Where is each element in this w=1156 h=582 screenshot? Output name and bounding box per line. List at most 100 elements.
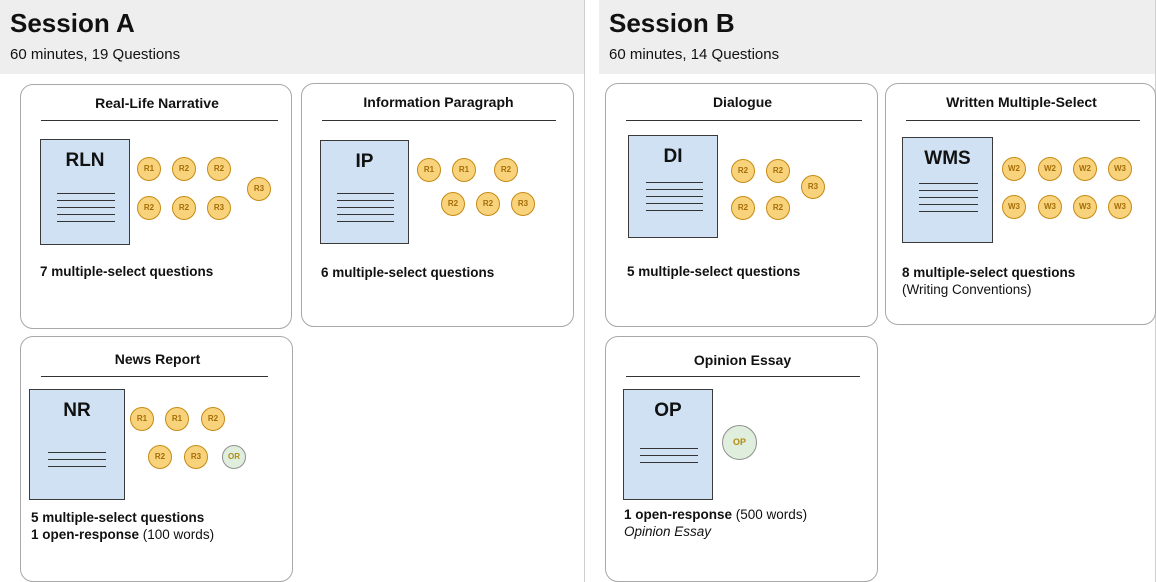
question-badge: R2 [766,196,790,220]
text-line [57,207,115,208]
question-badge: W2 [1073,157,1097,181]
question-badge: R2 [731,159,755,183]
text-line [57,193,115,194]
card-title-rule [322,120,556,121]
card-news-report: News Report NR R1 R1 R2 R2 R3 OR 5 multi… [20,336,293,582]
text-line [48,459,106,460]
passage-document-icon: RLN [40,139,130,245]
card-written-multiple-select: Written Multiple-Select WMS W2 W2 W2 W3 … [885,83,1156,325]
question-badge: R1 [165,407,189,431]
word-limit: (500 words) [732,507,808,522]
question-count: 8 multiple-select questions [902,265,1076,280]
open-response-summary: 1 open-response (100 words) [31,527,214,542]
card-title: Dialogue [712,94,773,110]
session-a-header: Session A 60 minutes, 19 Questions [0,0,584,74]
card-title-rule [626,376,860,377]
question-badge: W3 [1002,195,1026,219]
writing-conventions-note: (Writing Conventions) [902,282,1032,297]
essay-type: Opinion Essay [624,524,712,539]
text-line [337,207,394,208]
question-badge: R2 [172,157,196,181]
passage-document-icon: DI [628,135,718,238]
question-badge: R1 [130,407,154,431]
text-line [646,210,703,211]
text-line [337,200,394,201]
question-summary: 5 multiple-select questions [31,510,204,525]
session-b-title: Session B [609,8,735,38]
text-line [640,462,698,463]
text-line [646,203,703,204]
text-line [640,455,698,456]
text-line [919,183,978,184]
card-real-life-narrative: Real-Life Narrative RLN R1 R2 R2 R2 R2 R… [20,84,292,329]
card-opinion-essay: Opinion Essay OP OP 1 open-response (500… [605,336,878,582]
card-title: Real-Life Narrative [95,95,219,111]
question-badge: R2 [207,157,231,181]
question-badge: R2 [201,407,225,431]
question-badge: R1 [452,158,476,182]
question-count: 5 multiple-select questions [627,264,801,279]
card-information-paragraph: Information Paragraph IP R1 R1 R2 R2 R2 … [301,83,574,327]
card-title: Written Multiple-Select [946,94,1097,110]
question-badge: W2 [1002,157,1026,181]
card-title: Opinion Essay [693,352,792,368]
passage-document-icon: IP [320,140,409,244]
open-response-badge: OR [222,445,246,469]
text-line [57,200,115,201]
text-line [337,193,394,194]
open-response-summary: 1 open-response (500 words) [624,507,807,522]
question-badge: R2 [731,196,755,220]
card-title-rule [906,120,1140,121]
question-badge: R3 [511,192,535,216]
card-dialogue: Dialogue DI R2 R2 R2 R2 R3 5 multiple-se… [605,83,878,327]
text-line [919,204,978,205]
question-badge: R3 [184,445,208,469]
card-title: Information Paragraph [363,94,514,110]
question-badge: R3 [247,177,271,201]
text-line [48,452,106,453]
card-title-rule [626,120,862,121]
card-title-rule [41,376,268,377]
question-badge: R2 [766,159,790,183]
text-line [640,448,698,449]
question-badge: R1 [417,158,441,182]
question-badge: R1 [137,157,161,181]
text-line [646,182,703,183]
text-line [48,466,106,467]
question-badge: W3 [1038,195,1062,219]
question-badge: R3 [207,196,231,220]
passage-label: WMS [924,148,971,169]
text-line [646,196,703,197]
question-badge: W3 [1108,195,1132,219]
question-count: 7 multiple-select questions [40,264,214,279]
text-line [337,214,394,215]
session-a-panel: Session A 60 minutes, 19 Questions Real-… [0,0,585,582]
question-badge: R2 [172,196,196,220]
card-title-rule [41,120,278,121]
question-badge: R2 [441,192,465,216]
question-summary: 7 multiple-select questions [40,264,213,279]
question-badge: R2 [494,158,518,182]
question-count: 5 multiple-select questions [31,510,205,525]
question-badge: R2 [137,196,161,220]
passage-document-icon: OP [623,389,713,500]
session-b-panel: Session B 60 minutes, 14 Questions Dialo… [599,0,1156,582]
question-summary: 5 multiple-select questions [627,264,800,279]
open-response-count: 1 open-response [31,527,140,542]
passage-label: RLN [65,150,105,171]
card-title: News Report [114,351,201,367]
question-summary: 8 multiple-select questions [902,265,1075,280]
text-line [919,190,978,191]
question-summary: 6 multiple-select questions [321,265,494,280]
text-line [57,221,115,222]
passage-label: OP [654,400,682,421]
open-response-badge: OP [722,425,757,460]
session-a-title: Session A [10,8,135,38]
text-line [57,214,115,215]
question-count: 6 multiple-select questions [321,265,495,280]
essay-type-note: Opinion Essay [624,524,711,539]
question-badge: W2 [1038,157,1062,181]
text-line [337,221,394,222]
session-a-subtitle: 60 minutes, 19 Questions [10,46,181,63]
question-badge: W3 [1073,195,1097,219]
